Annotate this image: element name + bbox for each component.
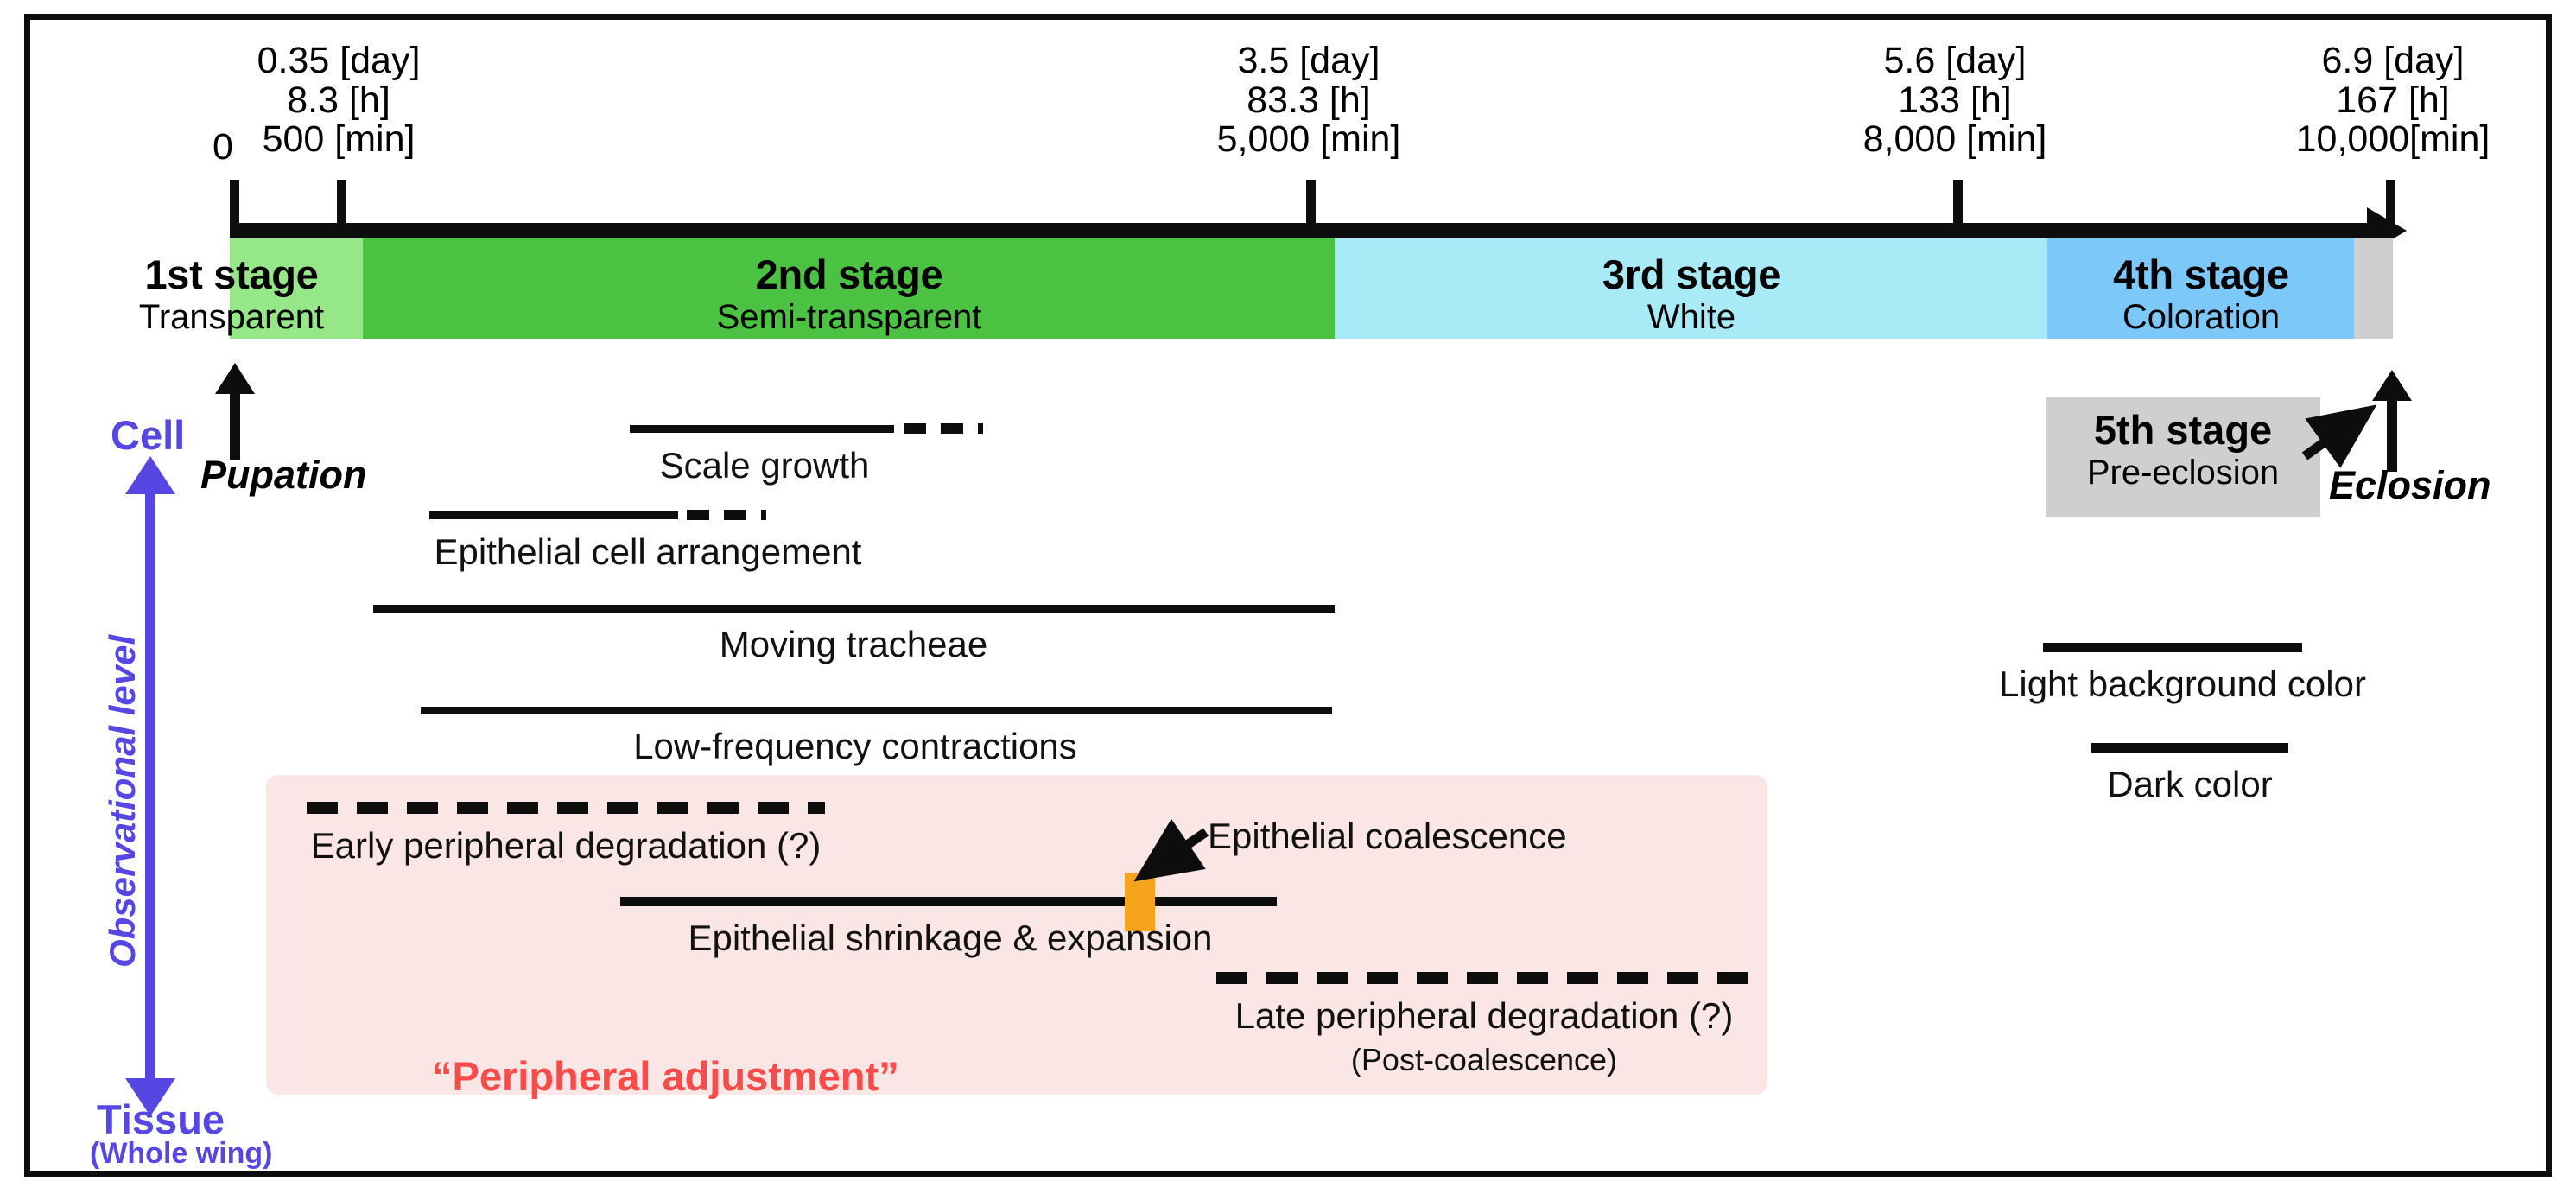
legend-label-light-background-color: Light background color — [1999, 664, 2366, 704]
tick-mark-2 — [1306, 180, 1316, 233]
vaxis-bottom-sublabel: (Whole wing) — [90, 1137, 273, 1170]
pupation-label: Pupation — [200, 453, 367, 497]
event-bar-epithelial-shrinkage-expansion — [620, 897, 1277, 906]
event-sublabel-late-peripheral-degradation: (Post-coalescence) — [1350, 1042, 1618, 1077]
stage-2-title: 2nd stage — [755, 251, 943, 297]
tick-mark-4 — [2386, 180, 2395, 233]
legend-bar-light-background-color — [2043, 643, 2302, 652]
legend-bar-dark-color — [2091, 743, 2288, 753]
event-bar-moving-tracheae — [373, 605, 1335, 613]
event-label-low-frequency-contractions: Low-frequency contractions — [633, 726, 1077, 766]
timeline-axis — [230, 223, 2372, 238]
event-bar-low-frequency-contractions — [421, 707, 1332, 714]
event-bar-scale-growth-dashed — [904, 423, 983, 434]
legend-label-dark-color: Dark color — [2107, 764, 2273, 804]
stage-label-2: 2nd stage Semi-transparent — [536, 251, 1163, 336]
stage-band-2 — [363, 238, 1335, 339]
stage-label-1: 1st stage Transparent — [102, 251, 361, 336]
tick-4-min: 10,000[min] — [2295, 118, 2490, 161]
tick-3-hour: 133 [h] — [1898, 79, 2012, 121]
vaxis-up-arrow-icon — [125, 456, 175, 494]
axis-zero-label: 0 — [213, 126, 233, 168]
tick-3-day: 5.6 [day] — [1883, 40, 2027, 81]
event-bar-epithelial-cell-arrangement — [429, 511, 678, 519]
vaxis-top-label: Cell — [111, 412, 186, 458]
pupation-arrow-shaft — [230, 391, 240, 460]
peripheral-adjustment-region — [266, 775, 1767, 1095]
event-label-scale-growth: Scale growth — [659, 445, 870, 486]
tick-1-hour: 8.3 [h] — [287, 79, 390, 121]
tick-label-group-1: 0.35 [day] 8.3 [h] 500 [min] — [174, 41, 503, 160]
event-label-late-peripheral-degradation: Late peripheral degradation (?) — [1234, 995, 1734, 1036]
tick-4-hour: 167 [h] — [2336, 79, 2450, 121]
stage-5-box: 5th stage Pre-eclosion — [2046, 397, 2320, 517]
vaxis-bottom-label: Tissue — [97, 1096, 225, 1142]
tick-3-min: 8,000 [min] — [1862, 118, 2047, 161]
tick-1-day: 0.35 [day] — [257, 40, 421, 81]
eclosion-label: Eclosion — [2329, 463, 2491, 507]
stage-1-subtitle: Transparent — [138, 297, 325, 336]
vaxis-down-arrow-icon — [125, 1078, 175, 1116]
event-bar-scale-growth — [630, 425, 894, 433]
event-label-epithelial-shrinkage-expansion: Epithelial shrinkage & expansion — [688, 918, 1213, 958]
tick-label-group-3: 5.6 [day] 133 [h] 8,000 [min] — [1791, 41, 2119, 160]
stage-band-5-strip — [2354, 238, 2393, 339]
stage5-pointer-arrow-icon — [2301, 404, 2377, 468]
tick-mark-3 — [1953, 180, 1963, 233]
event-bar-early-peripheral-degradation — [307, 802, 825, 814]
event-bar-late-peripheral-degradation — [1216, 972, 1752, 984]
vaxis-title: Observational level — [102, 634, 143, 968]
stage-band-4 — [2047, 238, 2354, 339]
stage-2-subtitle: Semi-transparent — [716, 297, 982, 336]
event-label-epithelial-coalescence: Epithelial coalescence — [1208, 816, 1567, 856]
stage-band-1 — [230, 238, 363, 339]
eclosion-arrow-shaft — [2387, 397, 2397, 472]
stage-3-subtitle: White — [1646, 297, 1736, 336]
stage-5-title: 5th stage — [2093, 407, 2273, 453]
tick-label-group-2: 3.5 [day] 83.3 [h] 5,000 [min] — [1145, 41, 1473, 160]
tick-mark-1 — [337, 180, 346, 233]
epithelial-coalescence-arrow-icon — [1133, 818, 1209, 882]
epithelial-coalescence-marker — [1125, 873, 1155, 931]
stage-5-subtitle: Pre-eclosion — [2086, 453, 2280, 492]
tick-4-day: 6.9 [day] — [2321, 40, 2465, 81]
tick-1-min: 500 [min] — [262, 118, 416, 161]
eclosion-arrow-head-icon — [2372, 370, 2412, 401]
vaxis-line — [145, 491, 155, 1087]
event-label-epithelial-cell-arrangement: Epithelial cell arrangement — [434, 531, 862, 572]
event-bar-epithelial-cell-arrangement-dashed — [687, 510, 766, 520]
tick-2-min: 5,000 [min] — [1216, 118, 1401, 161]
stage-1-title: 1st stage — [144, 251, 319, 297]
tick-2-hour: 83.3 [h] — [1247, 79, 1371, 121]
stage-label-4: 4th stage Coloration — [2054, 251, 2348, 336]
event-label-early-peripheral-degradation: Early peripheral degradation (?) — [310, 825, 822, 866]
stage-label-3: 3rd stage White — [1399, 251, 1983, 336]
stage-band-3 — [1335, 238, 2047, 339]
stage-4-title: 4th stage — [2113, 251, 2289, 297]
event-label-moving-tracheae: Moving tracheae — [719, 624, 988, 664]
tick-2-day: 3.5 [day] — [1237, 40, 1380, 81]
stage-3-title: 3rd stage — [1602, 251, 1781, 297]
tick-label-group-4: 6.9 [day] 167 [h] 10,000[min] — [2229, 41, 2557, 160]
stage-4-subtitle: Coloration — [2122, 297, 2281, 336]
pupation-arrow-head-icon — [215, 363, 255, 394]
peripheral-adjustment-title: “Peripheral adjustment” — [432, 1053, 899, 1099]
tick-mark-0 — [230, 180, 239, 233]
